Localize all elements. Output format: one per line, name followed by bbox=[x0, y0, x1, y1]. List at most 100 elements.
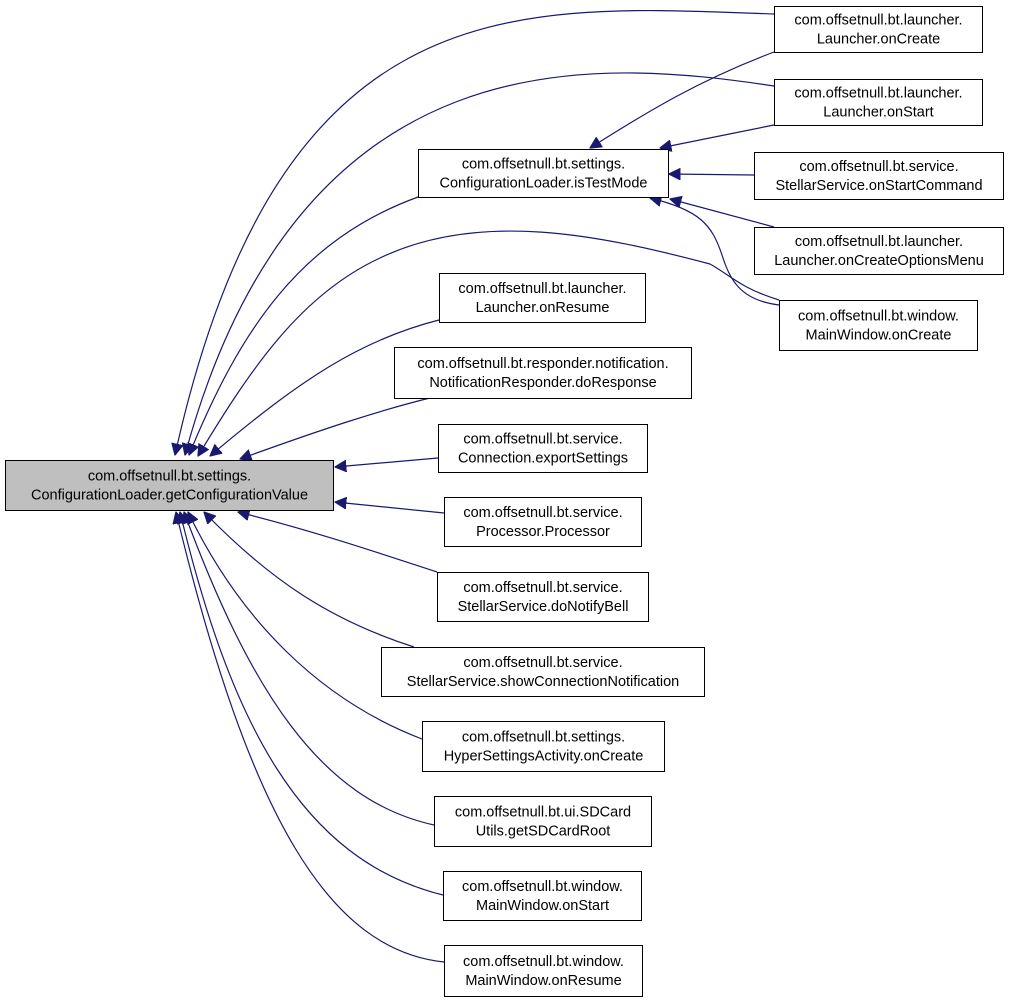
edge-line bbox=[240, 396, 435, 459]
node-label-line: NotificationResponder.doResponse bbox=[429, 375, 656, 391]
node-label-line: com.offsetnull.bt.service. bbox=[799, 159, 958, 175]
edge-lmenu-to-istest bbox=[670, 199, 775, 228]
node-box bbox=[754, 152, 1004, 200]
node-box bbox=[439, 273, 646, 323]
edge-line bbox=[650, 198, 780, 306]
node-label-line: MainWindow.onResume bbox=[465, 973, 621, 989]
edge-lcreate-to-root bbox=[175, 9, 775, 455]
node-box bbox=[394, 347, 692, 399]
node-box bbox=[774, 6, 983, 53]
edge-line bbox=[189, 196, 419, 455]
node-box bbox=[381, 647, 705, 697]
edge-hyper-to-root bbox=[188, 512, 423, 740]
node-label-line: com.offsetnull.bt.ui.SDCard bbox=[455, 805, 631, 821]
edge-mwstart-to-root bbox=[180, 512, 444, 896]
edge-showconn-to-root bbox=[204, 512, 415, 648]
edge-lresume-to-root bbox=[210, 319, 440, 456]
node-mwcreate[interactable]: com.offsetnull.bt.window. MainWindow.onCr… bbox=[779, 300, 978, 351]
node-box bbox=[444, 945, 643, 997]
node-lcreate[interactable]: com.offsetnull.bt.launcher. Launcher.onCr… bbox=[774, 6, 983, 53]
node-label-line: com.offsetnull.bt.service. bbox=[463, 432, 622, 448]
edge-line bbox=[335, 457, 439, 467]
node-box bbox=[434, 796, 652, 847]
node-box bbox=[779, 300, 978, 351]
node-hyper[interactable]: com.offsetnull.bt.settings. HyperSettings… bbox=[422, 721, 665, 772]
edge-sscmd-to-istest bbox=[669, 174, 755, 175]
node-label-line: MainWindow.onCreate bbox=[806, 328, 952, 344]
node-notif[interactable]: com.offsetnull.bt.responder.notification… bbox=[394, 347, 692, 399]
edge-line bbox=[184, 512, 435, 826]
node-box bbox=[444, 497, 642, 547]
edge-bell-to-root bbox=[238, 512, 438, 573]
node-lmenu[interactable]: com.offsetnull.bt.launcher. Launcher.onCr… bbox=[754, 227, 1004, 275]
node-istest[interactable]: com.offsetnull.bt.settings. Configuration… bbox=[418, 149, 669, 198]
node-lresume[interactable]: com.offsetnull.bt.launcher. Launcher.onRe… bbox=[439, 273, 646, 323]
node-label-line: com.offsetnull.bt.window. bbox=[462, 879, 623, 895]
edge-proc-to-root bbox=[335, 502, 445, 514]
nodes: com.offsetnull.bt.settings. Configuration… bbox=[5, 6, 1004, 997]
node-label-line: Launcher.onResume bbox=[476, 300, 610, 316]
edge-line bbox=[210, 319, 440, 456]
edge-line bbox=[660, 124, 775, 148]
node-label-line: Launcher.onCreate bbox=[817, 32, 940, 48]
node-box bbox=[5, 460, 334, 511]
node-label-line: Processor.Processor bbox=[476, 524, 610, 540]
node-box bbox=[418, 149, 669, 198]
node-label-line: com.offsetnull.bt.launcher. bbox=[795, 234, 963, 250]
node-mwresume[interactable]: com.offsetnull.bt.window. MainWindow.onRe… bbox=[444, 945, 643, 997]
node-box bbox=[443, 871, 642, 921]
node-label-line: StellarService.onStartCommand bbox=[775, 178, 982, 194]
node-label-line: com.offsetnull.bt.window. bbox=[463, 954, 624, 970]
node-sdcard[interactable]: com.offsetnull.bt.ui.SDCardUtils.getSDCa… bbox=[434, 796, 652, 847]
node-label-line: HyperSettingsActivity.onCreate bbox=[444, 749, 644, 765]
node-label-line: com.offsetnull.bt.responder.notification… bbox=[417, 356, 668, 372]
node-box bbox=[438, 424, 648, 473]
node-label-line: com.offsetnull.bt.settings. bbox=[88, 469, 251, 485]
node-label-line: com.offsetnull.bt.service. bbox=[463, 580, 622, 596]
node-label-line: com.offsetnull.bt.service. bbox=[463, 505, 622, 521]
edge-notif-to-root bbox=[240, 396, 435, 459]
edge-export-to-root bbox=[335, 457, 439, 467]
edge-line bbox=[188, 512, 423, 740]
edge-line bbox=[335, 502, 445, 514]
edges bbox=[175, 9, 780, 963]
node-showconn[interactable]: com.offsetnull.bt.service.StellarService… bbox=[381, 647, 705, 697]
node-mwstart[interactable]: com.offsetnull.bt.window. MainWindow.onSt… bbox=[443, 871, 642, 921]
node-sscmd[interactable]: com.offsetnull.bt.service. StellarService… bbox=[754, 152, 1004, 200]
node-box bbox=[422, 721, 665, 772]
node-label-line: com.offsetnull.bt.window. bbox=[798, 309, 959, 325]
edge-lcreate-to-istest bbox=[590, 51, 775, 148]
node-box bbox=[774, 79, 983, 126]
edge-sdcard-to-root bbox=[184, 512, 435, 826]
edge-line bbox=[198, 230, 780, 456]
node-label-line: com.offsetnull.bt.settings. bbox=[462, 157, 625, 173]
node-proc[interactable]: com.offsetnull.bt.service. Processor.Proc… bbox=[444, 497, 642, 547]
node-label-line: Utils.getSDCardRoot bbox=[476, 824, 611, 840]
edge-line bbox=[175, 9, 775, 455]
edge-line bbox=[185, 72, 775, 455]
node-label-line: com.offsetnull.bt.launcher. bbox=[458, 281, 626, 297]
node-label-line: Connection.exportSettings bbox=[458, 451, 628, 467]
node-label-line: Launcher.onStart bbox=[823, 105, 933, 121]
node-label-line: com.offsetnull.bt.launcher. bbox=[794, 13, 962, 29]
node-lstart[interactable]: com.offsetnull.bt.launcher. Launcher.onSt… bbox=[774, 79, 983, 126]
node-label-line: StellarService.doNotifyBell bbox=[458, 599, 629, 615]
edge-line bbox=[204, 512, 415, 648]
node-bell[interactable]: com.offsetnull.bt.service. StellarService… bbox=[437, 572, 649, 622]
node-label-line: StellarService.showConnectionNotificatio… bbox=[407, 674, 679, 690]
edge-istest-to-root bbox=[189, 196, 419, 455]
node-label-line: Launcher.onCreateOptionsMenu bbox=[774, 253, 984, 269]
node-export[interactable]: com.offsetnull.bt.service. Connection.exp… bbox=[438, 424, 648, 473]
node-label-line: com.offsetnull.bt.settings. bbox=[462, 730, 625, 746]
node-label-line: ConfigurationLoader.isTestMode bbox=[440, 176, 648, 192]
node-root[interactable]: com.offsetnull.bt.settings.Configuration… bbox=[5, 460, 334, 511]
edge-mwresume-to-root bbox=[176, 512, 445, 963]
node-label-line: com.offsetnull.bt.launcher. bbox=[794, 86, 962, 102]
node-box bbox=[754, 227, 1004, 275]
edge-line bbox=[180, 512, 444, 896]
edge-mwcreate-to-root bbox=[198, 230, 780, 456]
edge-lstart-to-root bbox=[185, 72, 775, 455]
edge-line bbox=[669, 174, 755, 175]
node-label-line: MainWindow.onStart bbox=[476, 898, 609, 914]
